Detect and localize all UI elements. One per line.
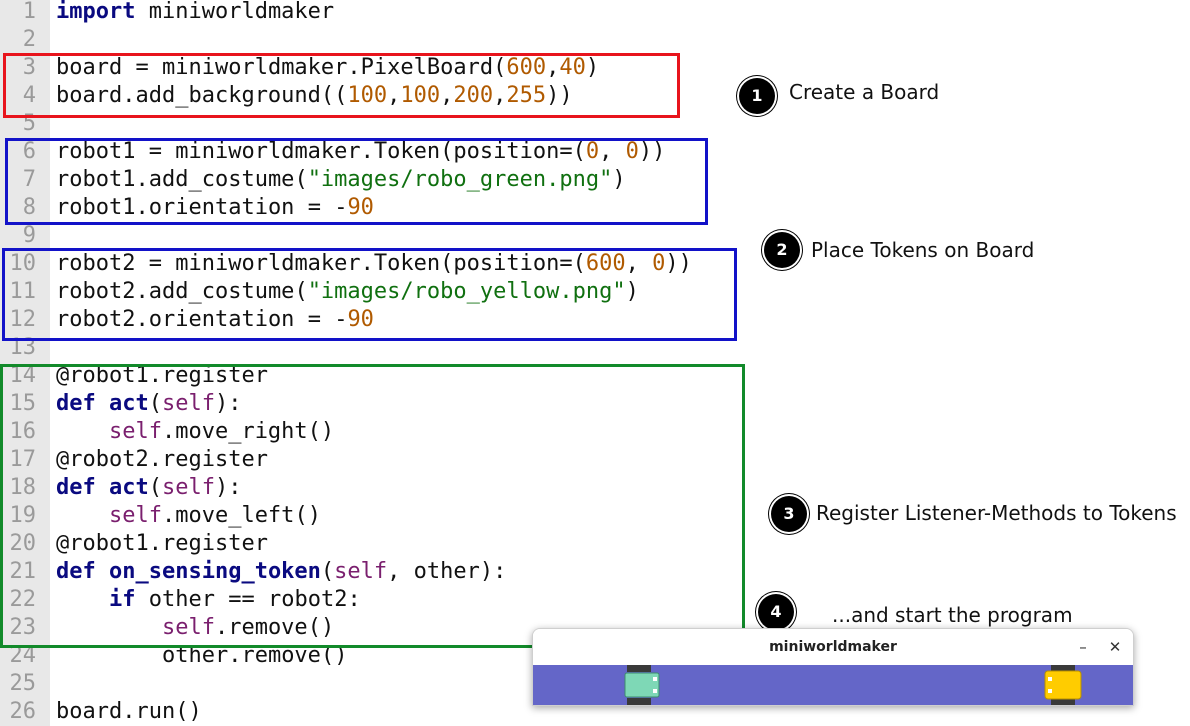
line-number: 8	[22, 195, 36, 220]
line-number: 1	[22, 0, 36, 24]
code-line[interactable]: robot2 = miniworldmaker.Token(position=(…	[56, 251, 692, 276]
line-number: 16	[9, 419, 37, 444]
box-robot2-token	[2, 248, 737, 341]
line-number: 3	[22, 55, 36, 80]
line-number: 19	[9, 503, 37, 528]
code-line[interactable]: @robot2.register	[56, 447, 268, 472]
line-number: 23	[9, 615, 37, 640]
miniworldmaker-window: miniworldmaker – ✕	[532, 628, 1134, 706]
step-1-badge: 1	[739, 78, 775, 114]
code-line[interactable]: self.remove()	[161, 615, 335, 640]
line-number: 10	[9, 251, 37, 276]
line-number: 6	[22, 139, 36, 164]
step-3-label: Register Listener-Methods to Tokens	[816, 501, 1177, 525]
code-line[interactable]: robot2.orientation = -90	[56, 307, 374, 332]
robo-yellow-icon	[1044, 665, 1082, 705]
code-line[interactable]: def act(self):	[56, 475, 242, 500]
line-number: 12	[9, 307, 37, 332]
step-1-label: Create a Board	[789, 80, 940, 104]
line-number: 25	[9, 671, 37, 696]
code-line[interactable]: self.move_right()	[108, 419, 335, 444]
code-line[interactable]: @robot1.register	[56, 363, 268, 388]
line-number: 26	[9, 699, 37, 724]
step-2-badge: 2	[764, 232, 800, 268]
minimize-button[interactable]: –	[1079, 638, 1087, 656]
code-line[interactable]: robot1.orientation = -90	[56, 195, 374, 220]
code-line[interactable]: board.add_background((100,100,200,255))	[56, 83, 573, 108]
code-line[interactable]: robot2.add_costume("images/robo_yellow.p…	[56, 279, 639, 304]
box-robot1-token	[5, 138, 708, 225]
code-line[interactable]: board = miniworldmaker.PixelBoard(600,40…	[56, 55, 600, 80]
box-register-methods	[0, 364, 745, 648]
code-line[interactable]: def act(self):	[56, 391, 242, 416]
step-3-badge: 3	[771, 496, 807, 532]
line-number: 7	[22, 167, 36, 192]
line-number: 22	[9, 587, 37, 612]
line-number: 4	[22, 83, 36, 108]
line-number: 2	[22, 27, 36, 52]
code-line[interactable]: robot1.add_costume("images/robo_green.pn…	[56, 167, 626, 192]
line-number: 21	[9, 559, 37, 584]
line-number: 11	[9, 279, 37, 304]
window-title: miniworldmaker	[769, 639, 897, 655]
line-number: 9	[22, 223, 36, 248]
line-number: 15	[9, 391, 37, 416]
code-line[interactable]: board.run()	[56, 699, 202, 724]
pixel-board[interactable]	[533, 665, 1133, 705]
box-create-board	[3, 53, 680, 118]
line-number-gutter	[0, 0, 50, 726]
line-number: 18	[9, 475, 37, 500]
robo-green-icon	[624, 665, 660, 705]
line-number: 17	[9, 447, 37, 472]
step-4-badge: 4	[758, 594, 794, 630]
code-line[interactable]: self.move_left()	[108, 503, 321, 528]
step-4-label: ...and start the program	[832, 603, 1073, 627]
close-button[interactable]: ✕	[1108, 638, 1122, 656]
code-line[interactable]: def on_sensing_token(self, other):	[56, 559, 507, 584]
code-line[interactable]: if other == robot2:	[108, 587, 361, 612]
line-number: 20	[9, 531, 37, 556]
window-titlebar[interactable]: miniworldmaker – ✕	[533, 629, 1133, 665]
code-line[interactable]: @robot1.register	[56, 531, 268, 556]
step-2-label: Place Tokens on Board	[811, 238, 1035, 262]
line-number: 14	[9, 363, 37, 388]
code-line[interactable]: import miniworldmaker	[56, 0, 335, 24]
code-line[interactable]: robot1 = miniworldmaker.Token(position=(…	[56, 139, 666, 164]
